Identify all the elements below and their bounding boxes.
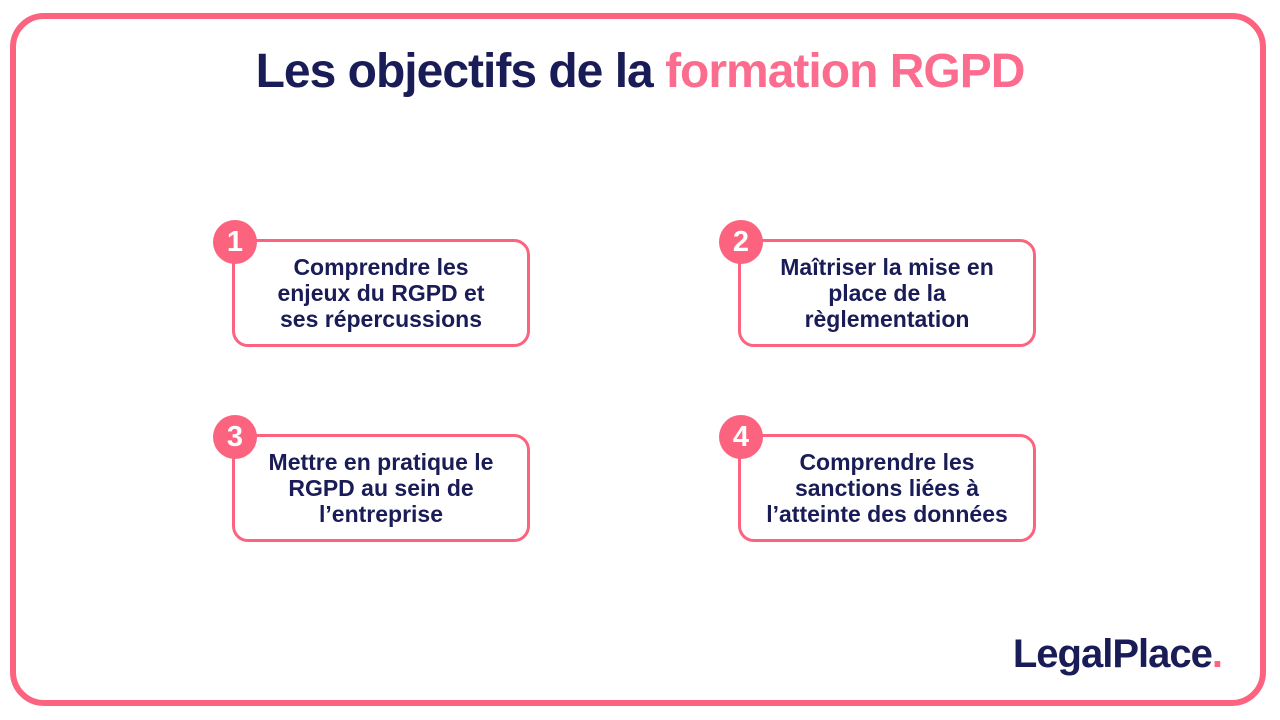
objective-card-4: 4 Comprendre les sanctions liées à l’att… xyxy=(719,415,1036,542)
objective-number-1: 1 xyxy=(213,220,257,264)
objective-text-line: ses répercussions xyxy=(279,306,482,332)
legalplace-logo: LegalPlace. xyxy=(1012,632,1223,677)
objective-text-2: Maîtriser la mise en place de la règleme… xyxy=(770,254,1004,332)
logo-text: LegalPlace xyxy=(1012,632,1213,676)
objective-text-4: Comprendre les sanctions liées à l’attei… xyxy=(756,449,1018,527)
objective-text-line: l’entreprise xyxy=(319,501,443,527)
page-title: Les objectifs de la formation RGPD xyxy=(0,44,1280,99)
title-accent: formation RGPD xyxy=(665,45,1025,98)
title-text: Les objectifs de la xyxy=(255,45,666,98)
objective-text-line: l’atteinte des données xyxy=(766,501,1008,527)
objective-text-3: Mettre en pratique le RGPD au sein de l’… xyxy=(259,449,504,527)
objective-text-line: enjeux du RGPD et xyxy=(277,280,485,306)
objective-text-line: Comprendre les xyxy=(799,449,975,475)
objective-card-3: 3 Mettre en pratique le RGPD au sein de … xyxy=(213,415,530,542)
logo-dot: . xyxy=(1211,632,1223,676)
objective-text-line: Mettre en pratique le xyxy=(268,449,494,475)
objective-card-1: 1 Comprendre les enjeux du RGPD et ses r… xyxy=(213,220,530,347)
border-frame xyxy=(10,13,1266,706)
objective-text-line: Maîtriser la mise en xyxy=(780,254,994,280)
objective-number-2: 2 xyxy=(719,220,763,264)
objective-text-line: place de la xyxy=(828,280,946,306)
objective-card-2: 2 Maîtriser la mise en place de la règle… xyxy=(719,220,1036,347)
objective-number-3: 3 xyxy=(213,415,257,459)
objective-text-line: Comprendre les xyxy=(293,254,469,280)
objective-text-1: Comprendre les enjeux du RGPD et ses rép… xyxy=(267,254,494,332)
objective-text-line: sanctions liées à xyxy=(794,475,980,501)
objective-text-line: RGPD au sein de xyxy=(288,475,474,501)
objective-text-line: règlementation xyxy=(804,306,970,332)
objective-number-4: 4 xyxy=(719,415,763,459)
